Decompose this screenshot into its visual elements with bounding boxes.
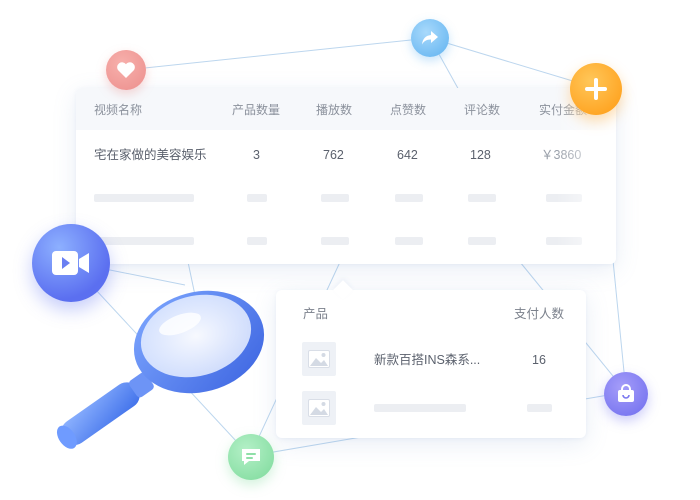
plus-icon xyxy=(570,63,622,115)
header-comments: 评论数 xyxy=(464,103,501,117)
likes-cell: 642 xyxy=(397,148,418,162)
plays-cell: 762 xyxy=(323,148,344,162)
product-count-cell: 3 xyxy=(253,148,260,162)
heart-icon xyxy=(106,50,146,90)
header-plays: 播放数 xyxy=(316,103,353,117)
shopping-bag-icon xyxy=(604,372,648,416)
magnifier-icon xyxy=(56,290,265,449)
video-table-card: 视频名称 产品数量 播放数 点赞数 评论数 实付金额 宅在家做的美容娱乐 3 7… xyxy=(76,88,616,264)
video-camera-icon xyxy=(32,224,110,302)
header-product: 产品 xyxy=(303,307,329,321)
message-icon xyxy=(228,434,274,480)
header-product-count: 产品数量 xyxy=(232,103,281,117)
product-name-cell: 新款百搭INS森系... xyxy=(374,353,481,367)
header-payers: 支付人数 xyxy=(514,307,565,321)
image-placeholder-icon xyxy=(302,342,336,376)
video-table-header xyxy=(76,88,616,130)
comments-cell: 128 xyxy=(470,148,491,162)
table-fade xyxy=(556,88,616,264)
video-name-cell: 宅在家做的美容娱乐 xyxy=(94,148,207,162)
product-table-card: 产品 支付人数 新款百搭INS森系... 16 xyxy=(276,280,586,438)
header-video-name: 视频名称 xyxy=(94,103,143,117)
payers-cell: 16 xyxy=(532,353,546,367)
image-placeholder-icon xyxy=(302,391,336,425)
header-likes: 点赞数 xyxy=(390,103,427,117)
share-icon xyxy=(411,19,449,57)
